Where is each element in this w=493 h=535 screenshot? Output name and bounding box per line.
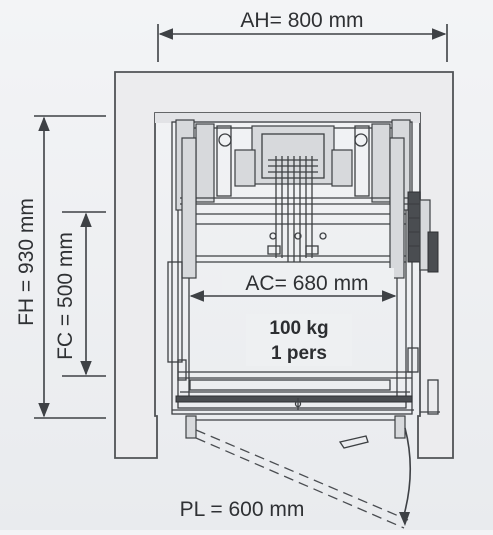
dimension-door-width: PL = 600 mm bbox=[180, 498, 305, 521]
shaft-width-label: AH= 800 mm bbox=[240, 9, 363, 32]
shaft-walls bbox=[114, 71, 454, 459]
car-depth-label: FC = 500 mm bbox=[54, 232, 77, 360]
dimension-car-width: AC= 680 mm bbox=[189, 268, 397, 302]
shaft-depth-label: FH = 930 mm bbox=[15, 198, 38, 326]
dimension-shaft-depth: FH = 930 mm bbox=[15, 115, 106, 419]
capacity-load: 100 kg bbox=[269, 318, 328, 339]
dimension-car-depth: FC = 500 mm bbox=[54, 211, 106, 377]
capacity-persons: 1 pers bbox=[271, 343, 327, 364]
door-width-label: PL = 600 mm bbox=[180, 498, 305, 521]
car-width-label: AC= 680 mm bbox=[245, 272, 368, 295]
dimension-shaft-width: AH= 800 mm bbox=[157, 9, 448, 62]
capacity-block: 100 kg 1 pers bbox=[246, 314, 352, 366]
car-machinery bbox=[167, 119, 440, 449]
door-swing bbox=[195, 427, 412, 529]
